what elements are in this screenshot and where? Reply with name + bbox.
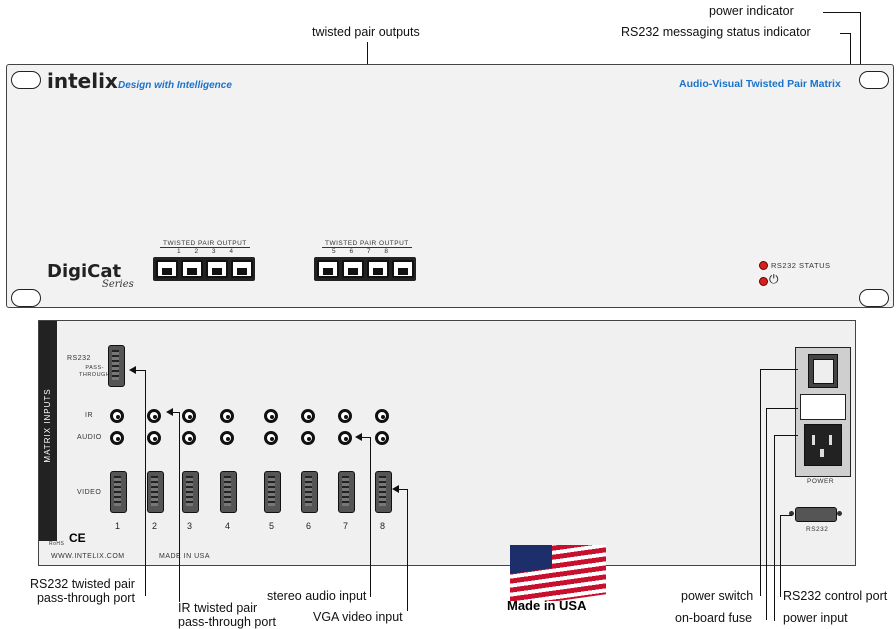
power-icon: ⏻ bbox=[769, 272, 779, 286]
rs232-control-port[interactable] bbox=[795, 507, 837, 522]
us-flag-icon bbox=[510, 545, 606, 601]
audio-jack-1[interactable] bbox=[110, 431, 124, 445]
ce-mark: CE bbox=[69, 531, 86, 545]
rack-ear-hole bbox=[859, 71, 889, 89]
vga-port-1[interactable] bbox=[110, 471, 127, 513]
rack-ear-hole bbox=[11, 71, 41, 89]
callout-power-indicator: power indicator bbox=[709, 4, 794, 18]
rj45-port-3[interactable] bbox=[206, 260, 228, 278]
output-group-label: TWISTED PAIR OUTPUT bbox=[322, 240, 412, 248]
ir-jack-8[interactable] bbox=[375, 409, 389, 423]
callout-ir-passthrough: IR twisted pair pass-through port bbox=[178, 601, 276, 629]
brand-logo: intelix bbox=[47, 69, 118, 93]
rj45-port-1[interactable] bbox=[156, 260, 178, 278]
callout-onboard-fuse: on-board fuse bbox=[675, 611, 753, 625]
port-number: 1 bbox=[115, 521, 121, 531]
port-number: 2 bbox=[152, 521, 158, 531]
audio-jack-6[interactable] bbox=[301, 431, 315, 445]
audio-jack-2[interactable] bbox=[147, 431, 161, 445]
vga-port-3[interactable] bbox=[182, 471, 199, 513]
vga-port-8[interactable] bbox=[375, 471, 392, 513]
vga-port-4[interactable] bbox=[220, 471, 237, 513]
rj45-port-4[interactable] bbox=[231, 260, 253, 278]
port-number: 7 bbox=[343, 521, 349, 531]
vga-port-2[interactable] bbox=[147, 471, 164, 513]
port-number: 6 bbox=[306, 521, 312, 531]
rj45-port-2[interactable] bbox=[181, 260, 203, 278]
port-number: 3 bbox=[187, 521, 193, 531]
rs232-status-label: RS232 STATUS bbox=[771, 261, 831, 270]
ir-jack-1[interactable] bbox=[110, 409, 124, 423]
ir-row-label: IR bbox=[85, 412, 93, 419]
passthrough-sublabel: PASS- THROUGH bbox=[79, 365, 111, 378]
brand-tagline: Design with Intelligence bbox=[118, 80, 232, 91]
rs232-status-led bbox=[759, 261, 768, 270]
callout-vga-video: VGA video input bbox=[313, 610, 403, 624]
callout-power-input: power input bbox=[783, 611, 848, 625]
ir-jack-5[interactable] bbox=[264, 409, 278, 423]
rs232-port-label: RS232 bbox=[806, 526, 829, 533]
series-logo: DigiCat bbox=[47, 261, 122, 282]
audio-jack-3[interactable] bbox=[182, 431, 196, 445]
rack-ear-hole bbox=[11, 289, 41, 307]
power-label: POWER bbox=[807, 478, 835, 485]
series-word: Series bbox=[102, 279, 134, 290]
ir-jack-7[interactable] bbox=[338, 409, 352, 423]
output-numbers-1: 1 2 3 4 bbox=[177, 248, 233, 255]
audio-jack-5[interactable] bbox=[264, 431, 278, 445]
audio-jack-8[interactable] bbox=[375, 431, 389, 445]
rj45-port-6[interactable] bbox=[342, 260, 364, 278]
output-numbers-2: 5 6 7 8 bbox=[332, 248, 388, 255]
callout-power-switch: power switch bbox=[681, 589, 754, 603]
rj45-port-8[interactable] bbox=[392, 260, 414, 278]
fuse-holder[interactable] bbox=[800, 394, 846, 420]
twisted-pair-output-group-2 bbox=[314, 257, 416, 281]
callout-rs232-passthrough: RS232 twisted pair pass-through port bbox=[30, 577, 135, 605]
ir-jack-4[interactable] bbox=[220, 409, 234, 423]
video-row-label: VIDEO bbox=[77, 489, 102, 496]
rj45-port-7[interactable] bbox=[367, 260, 389, 278]
back-panel: MATRIX INPUTS RS232 PASS- THROUGH IR AUD… bbox=[38, 320, 856, 566]
website-label: WWW.INTELIX.COM bbox=[51, 553, 125, 560]
power-switch[interactable] bbox=[808, 354, 838, 388]
rj45-port-5[interactable] bbox=[317, 260, 339, 278]
vga-port-6[interactable] bbox=[301, 471, 318, 513]
rack-ear-hole bbox=[859, 289, 889, 307]
made-in-label: MADE IN USA bbox=[159, 553, 211, 560]
ir-jack-6[interactable] bbox=[301, 409, 315, 423]
callout-rs232-control: RS232 control port bbox=[783, 589, 888, 603]
front-panel: intelix Design with Intelligence Audio-V… bbox=[6, 64, 894, 308]
matrix-inputs-label bbox=[39, 321, 57, 541]
rs232-passthrough-label: RS232 bbox=[67, 355, 91, 362]
matrix-inputs-text: MATRIX INPUTS bbox=[43, 388, 52, 463]
port-number: 8 bbox=[380, 521, 386, 531]
ir-jack-3[interactable] bbox=[182, 409, 196, 423]
twisted-pair-output-group-1 bbox=[153, 257, 255, 281]
vga-port-7[interactable] bbox=[338, 471, 355, 513]
rohs-mark: RoHS bbox=[49, 541, 65, 547]
product-title: Audio-Visual Twisted Pair Matrix bbox=[679, 78, 841, 90]
port-number: 5 bbox=[269, 521, 275, 531]
power-module bbox=[795, 347, 851, 477]
ir-jack-2[interactable] bbox=[147, 409, 161, 423]
audio-jack-4[interactable] bbox=[220, 431, 234, 445]
audio-jack-7[interactable] bbox=[338, 431, 352, 445]
vga-port-5[interactable] bbox=[264, 471, 281, 513]
rs232-passthrough-port[interactable] bbox=[108, 345, 125, 387]
power-inlet[interactable] bbox=[804, 424, 842, 466]
port-number: 4 bbox=[225, 521, 231, 531]
power-led bbox=[759, 277, 768, 286]
callout-rs232-status-indicator: RS232 messaging status indicator bbox=[621, 25, 811, 39]
made-in-usa-badge: Made in USA bbox=[507, 598, 587, 613]
audio-row-label: AUDIO bbox=[77, 434, 102, 441]
callout-stereo-audio: stereo audio input bbox=[267, 589, 367, 603]
output-group-label: TWISTED PAIR OUTPUT bbox=[160, 240, 250, 248]
callout-twisted-pair-outputs: twisted pair outputs bbox=[312, 25, 420, 39]
